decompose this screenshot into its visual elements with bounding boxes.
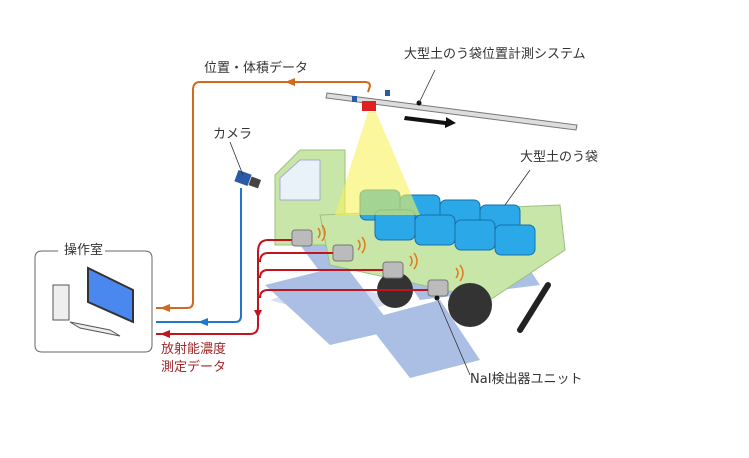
position-volume-data-label: 位置・体積データ [204,61,309,76]
camera-label: カメラ [213,127,253,142]
control-room-label: 操作室 [62,243,106,259]
camera-icon [234,169,262,189]
measurement-system-label: 大型土のう袋位置計測システム [404,47,586,62]
position-data-line [156,81,372,309]
radiation-data-line [156,239,428,335]
radioactivity-data-label-2: 測定データ [161,360,227,375]
control-room-box [34,250,153,353]
camera-data-line [156,188,242,323]
movement-arrow [404,116,456,128]
radioactivity-data-label-1: 放射能濃度 [161,342,227,357]
scan-beam [335,112,420,215]
radiation-signal-icons [317,224,464,282]
sandbags-label: 大型土のう袋 [520,150,599,165]
laser-sensor [362,101,376,111]
measurement-rail [325,92,578,131]
computer-icon [52,266,134,337]
nai-detector-label: NaI検出器ユニット [470,372,583,387]
